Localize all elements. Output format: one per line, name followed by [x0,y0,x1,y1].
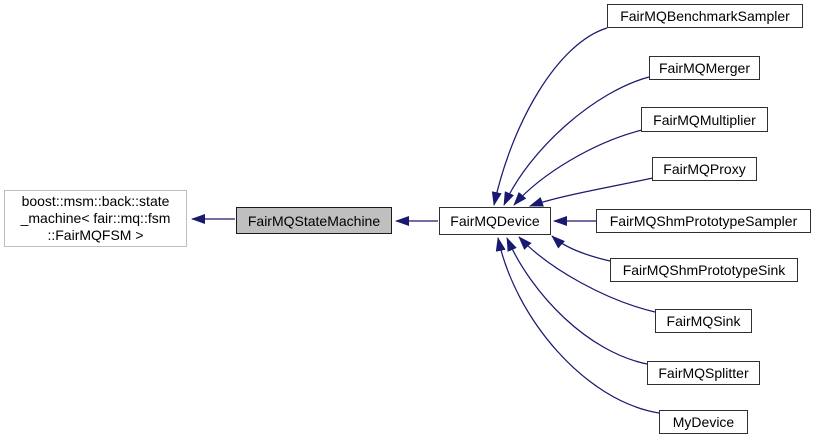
class-node-fairmqmerger[interactable]: FairMQMerger [649,56,760,80]
class-node-fairmqshmprototypesink[interactable]: FairMQShmPrototypeSink [610,258,798,282]
class-node-fairmqsplitter[interactable]: FairMQSplitter [647,361,760,385]
class-node-fairmqmultiplier[interactable]: FairMQMultiplier [641,107,768,132]
edge-fairmqproxy-to-fairmqdevice [529,177,654,207]
class-node-fairmqstatemachine-current: FairMQStateMachine [236,207,392,234]
edge-fairmqmultiplier-to-fairmqdevice [513,129,643,206]
class-node-fairmqproxy[interactable]: FairMQProxy [652,157,757,181]
edge-fairmqsink-to-fairmqdevice [518,236,656,313]
class-node-fairmqdevice[interactable]: FairMQDevice [439,207,551,235]
edge-mydevice-to-fairmqdevice [495,237,660,414]
edge-fairmqbenchmarksampler-to-fairmqdevice [491,27,608,206]
class-node-boost-msm-state-machine: boost::msm::back::state _machine< fair::… [4,190,187,247]
class-node-mydevice[interactable]: MyDevice [659,410,748,434]
edge-fairmqsplitter-to-fairmqdevice [506,237,648,365]
class-node-fairmqshmprototypesampler[interactable]: FairMQShmPrototypeSampler [596,209,811,233]
edge-fairmqshmprototypesink-to-fairmqdevice [551,235,611,262]
class-node-fairmqsink[interactable]: FairMQSink [655,309,752,333]
edge-fairmqmerger-to-fairmqdevice [503,76,650,206]
class-node-fairmqbenchmarksampler[interactable]: FairMQBenchmarkSampler [607,4,803,28]
